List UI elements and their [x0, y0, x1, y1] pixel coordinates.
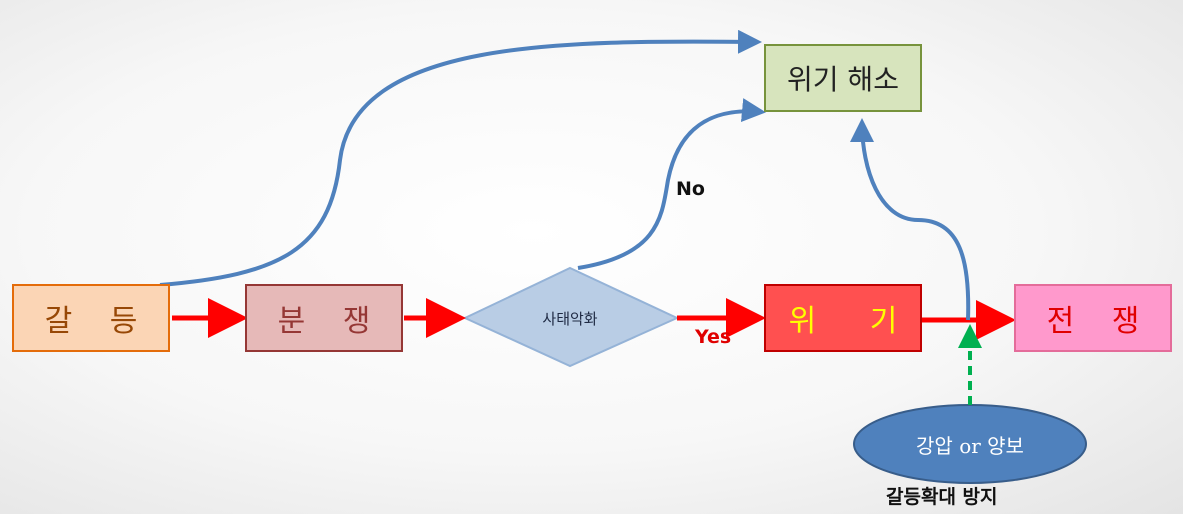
node-crisis: 위 기	[764, 284, 922, 352]
decision-diamond	[462, 266, 680, 368]
node-dispute: 분 쟁	[245, 284, 403, 352]
edge-label-no: No	[676, 178, 705, 200]
node-resolution: 위기 해소	[764, 44, 922, 112]
arrow-crisis-to-resolution	[850, 118, 971, 321]
edge-label-yes: Yes	[695, 326, 732, 348]
measure-label: 강압 or 양보	[916, 433, 1024, 458]
node-war: 전 쟁	[1014, 284, 1172, 352]
arrow-decision-to-resolution	[577, 98, 766, 270]
decision-label: 사태악화	[542, 309, 598, 328]
arrow-conflict-to-resolution	[159, 29, 762, 287]
node-conflict: 갈 등	[12, 284, 170, 352]
prevention-caption: 갈등확대 방지	[886, 486, 998, 508]
